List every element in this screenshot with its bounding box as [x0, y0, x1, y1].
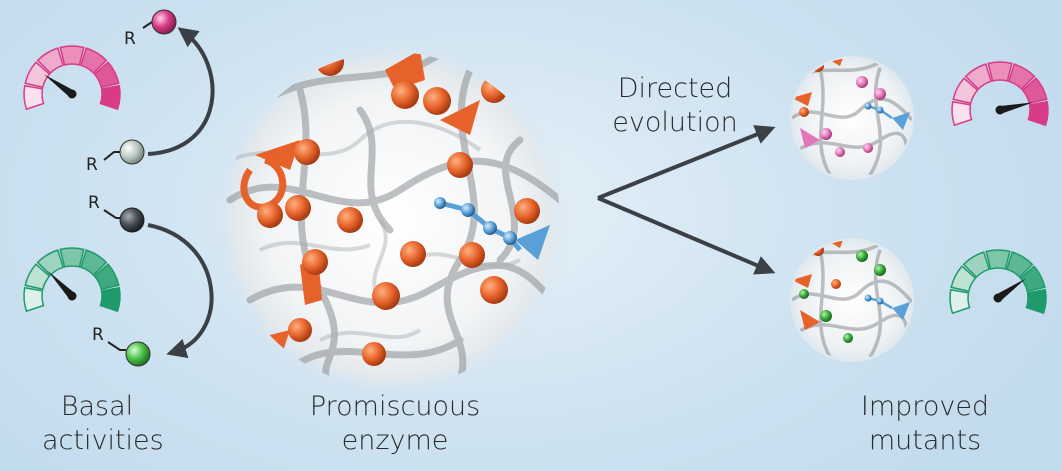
gauge-segment	[23, 84, 45, 111]
gauge-needle	[999, 102, 1034, 114]
pink-product-molecule: R	[124, 9, 177, 49]
gauge-segment	[964, 63, 993, 91]
gauge-icon	[23, 45, 121, 111]
gauge-segment	[1025, 288, 1047, 315]
gauge-segment	[962, 251, 991, 279]
gauge-icon	[949, 249, 1047, 315]
label-line: activities	[42, 425, 164, 456]
gauge-segment	[36, 249, 65, 277]
dark-substrate-molecule: R	[88, 193, 145, 233]
gauge-needle	[995, 278, 1026, 302]
gauge-segment	[985, 249, 1011, 270]
gauge-segment	[1021, 77, 1048, 105]
conversion-arrow-top	[147, 27, 215, 156]
bound-ligand	[434, 197, 550, 260]
gauge-segment	[59, 247, 85, 268]
green-product-molecule: R	[92, 325, 151, 367]
gauge-segment	[1007, 63, 1036, 91]
gauge-hub	[67, 291, 77, 301]
gauge-segment	[59, 45, 85, 66]
promiscuous-enzyme-label: Promiscuous enzyme	[300, 390, 490, 458]
gray-substrate-molecule: R	[86, 139, 145, 175]
substituent-label: R	[86, 155, 98, 175]
conversion-arrow-bottom	[147, 223, 214, 359]
gauge-segment	[93, 263, 120, 291]
gauge-hub	[995, 105, 1005, 115]
gauge-segment	[1027, 100, 1049, 127]
label-line: Directed	[617, 73, 733, 104]
label-line: Promiscuous	[309, 391, 481, 422]
gauge-segment	[24, 61, 51, 89]
gauge-needle	[44, 74, 75, 98]
directed-evolution-label: Directed evolution	[600, 72, 750, 140]
gauge-segment	[23, 286, 45, 313]
improved-mutants-label: Improved mutants	[850, 390, 1000, 458]
label-line: mutants	[868, 425, 982, 456]
gauge-segment	[951, 100, 973, 127]
improved-mutant-green	[790, 238, 914, 362]
gauge-segment	[24, 263, 51, 291]
substituent-label: R	[124, 29, 136, 49]
gauge-icon	[951, 61, 1049, 127]
label-line: Improved	[860, 391, 990, 422]
directed-evolution-arrows	[597, 125, 776, 275]
gauge-segment	[950, 265, 977, 293]
gauge-segment	[93, 61, 120, 89]
substituent-label: R	[88, 193, 100, 213]
gauge-segment	[1019, 265, 1046, 293]
gauge-segment	[1005, 251, 1034, 279]
substituent-label: R	[92, 325, 104, 345]
improved-mutant-pink	[790, 56, 914, 180]
gauge-segment	[99, 286, 121, 313]
gauge-icon	[23, 247, 121, 313]
gauge-segment	[79, 47, 108, 75]
basal-activities-label: Basal activities	[42, 390, 164, 458]
arrow-icon	[597, 125, 776, 200]
gauge-segment	[36, 47, 65, 75]
gauge-hub	[67, 89, 77, 99]
gauge-hub	[993, 293, 1003, 303]
arrow-icon	[597, 196, 776, 275]
label-line: evolution	[612, 107, 738, 138]
label-line: enzyme	[341, 425, 449, 456]
label-line: Basal	[60, 391, 134, 422]
gauge-needle	[48, 271, 75, 299]
gauge-segment	[99, 84, 121, 111]
gauge-segment	[987, 61, 1013, 82]
gauge-segment	[79, 249, 108, 277]
gauge-segment	[952, 77, 979, 105]
gauge-segment	[949, 288, 971, 315]
basal-activities-panel: R R R R	[23, 9, 215, 367]
promiscuous-enzyme-structure	[214, 42, 570, 398]
